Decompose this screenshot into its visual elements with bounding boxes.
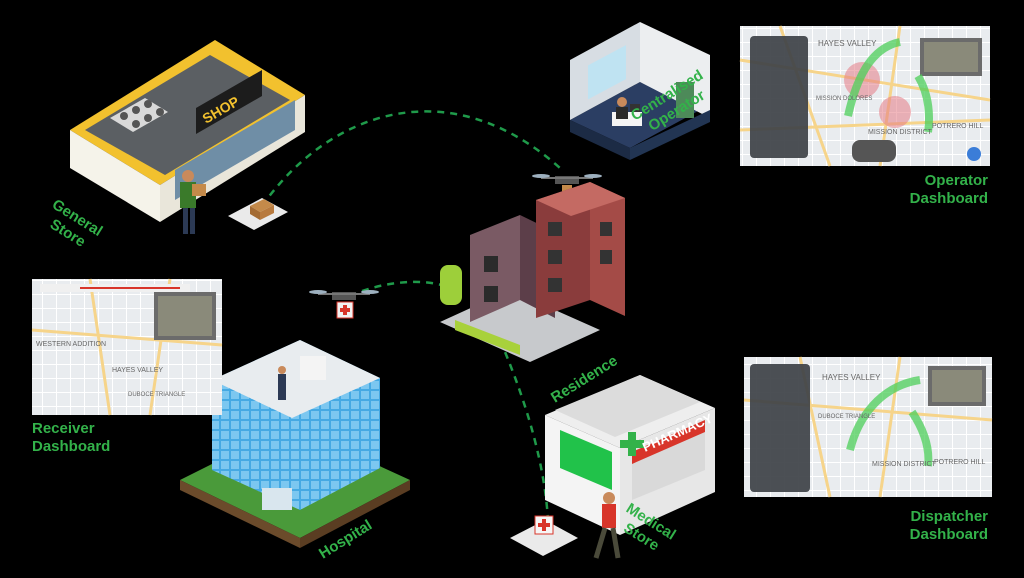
route-store-to-operator [260,110,561,207]
label-dispatcher-dashboard: Dispatcher Dashboard [910,508,988,544]
rooftop-ac-units [110,98,168,132]
label-operator-dashboard-line1: Operator [924,172,988,189]
dispatcher-map-label-4: DUBOCE TRIANGLE [818,414,875,420]
delivery-routes [260,110,561,521]
dispatcher-map-label-2: MISSION DISTRICT [872,461,937,468]
label-operator-dashboard-line2: Dashboard [909,190,988,207]
parcel-pad [228,198,288,230]
label-dispatcher-dashboard-line1: Dispatcher [910,508,988,525]
dispatcher-dashboard-screenshot [743,356,993,498]
operator-map-label-1: HAYES VALLEY [818,39,877,48]
receiver-map-label-1: WESTERN ADDITION [36,341,106,348]
operator-dashboard-screenshot [739,25,991,167]
label-receiver-dashboard-line1: Receiver [32,420,95,437]
operator-map-label-2: MISSION DISTRICT [868,129,933,136]
pharmacy-walker [593,492,621,559]
label-operator-dashboard: Operator Dashboard [910,172,988,208]
general-store-building [70,40,305,234]
pharmacy-building [510,375,715,559]
operator-room [570,22,710,160]
label-dispatcher-dashboard-line2: Dashboard [909,526,988,543]
operator-map-label-3: POTRERO HILL [932,123,983,130]
residence-building [440,182,625,362]
dispatcher-map-label-3: POTRERO HILL [934,459,985,466]
route-residence-to-pharmacy [498,339,550,521]
dispatcher-map-label-1: HAYES VALLEY [822,373,881,382]
store-worker [180,170,206,234]
operator-map-label-4: MISSION DOLORES [816,96,872,102]
receiver-map-label-2: HAYES VALLEY [112,367,163,374]
label-receiver-dashboard-line2: Dashboard [32,438,111,455]
receiver-map-label-3: DUBOCE TRIANGLE [128,392,185,398]
hospital-building [180,340,410,548]
medical-parcel-pad [510,515,578,556]
drone-hospital [309,290,379,319]
label-receiver-dashboard: Receiver Dashboard [32,420,110,456]
receiver-dashboard-screenshot [31,278,223,416]
